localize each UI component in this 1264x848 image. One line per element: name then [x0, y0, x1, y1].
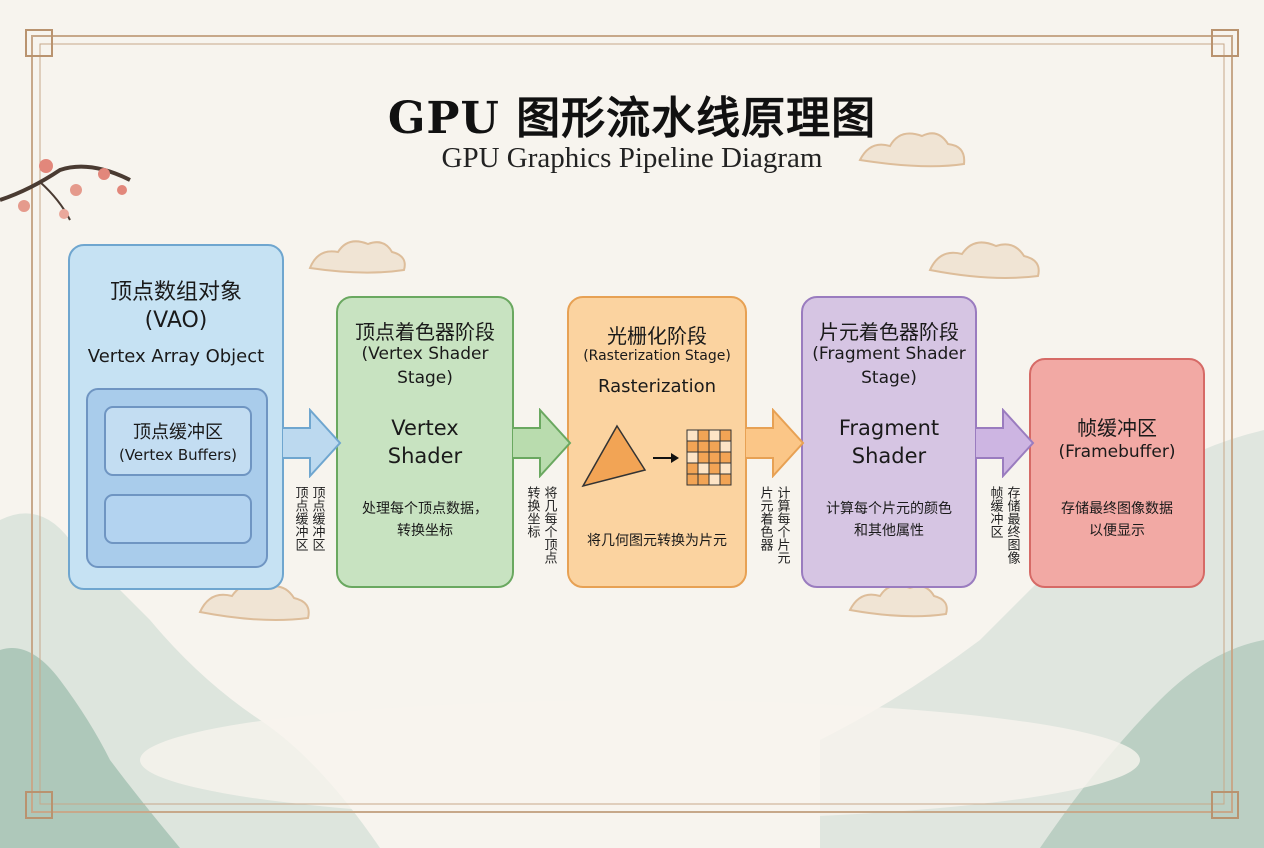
- fragment-shader-box: 片元着色器阶段 (Fragment Shader Stage) Fragment…: [801, 296, 977, 588]
- mist: [140, 700, 1140, 820]
- vertex-buffers-box: 顶点缓冲区 (Vertex Buffers): [104, 406, 252, 476]
- rs-title-en: (Rasterization Stage): [583, 348, 731, 364]
- vs-title-zh: 顶点着色器阶段: [355, 320, 495, 344]
- arrow-fs-to-fb: [975, 408, 1035, 478]
- vs-desc-1: 处理每个顶点数据，: [362, 501, 488, 517]
- arrow2-label-col1: 转换坐标: [524, 486, 540, 538]
- fs-desc-1: 计算每个片元的颜色: [826, 501, 952, 517]
- corner-br: [1211, 791, 1239, 819]
- arrow-rs-to-fs: [745, 408, 805, 478]
- rasterization-box: 光栅化阶段 (Rasterization Stage) Rasterizatio…: [567, 296, 747, 588]
- vao-title-abbr: (VAO): [144, 308, 208, 333]
- raster-arrow-head: [671, 453, 679, 463]
- fb-desc-2: 以便显示: [1089, 523, 1145, 539]
- arrow-vao-to-vs: [282, 408, 342, 478]
- fs-name-1: Fragment: [838, 416, 940, 440]
- vertex-buffers-en: (Vertex Buffers): [118, 446, 238, 464]
- vao-box: 顶点数组对象 (VAO) Vertex Array Object 顶点缓冲区 (…: [68, 244, 284, 590]
- fs-desc-2: 和其他属性: [854, 523, 924, 539]
- arrow1-label-col1: 顶点缓冲区: [292, 486, 308, 551]
- empty-buffer-box: [104, 494, 252, 544]
- mountain-left-front: [0, 648, 180, 848]
- corner-bl: [25, 791, 53, 819]
- arrow4-label-col2: 存储最终图像: [1004, 486, 1020, 564]
- vs-title-en-2: Stage): [397, 368, 453, 388]
- fs-title-en-1: (Fragment Shader: [812, 344, 966, 364]
- fs-name-2: Shader: [851, 444, 927, 468]
- vs-name-1: Vertex: [391, 416, 459, 440]
- fragment-grid: [686, 429, 732, 486]
- vs-desc-2: 转换坐标: [397, 523, 453, 539]
- rasterization-illustration: [581, 424, 732, 488]
- arrow4-label-col1: 帧缓冲区: [987, 486, 1003, 538]
- rs-name: Rasterization: [597, 376, 716, 397]
- cloud-4: [198, 583, 310, 621]
- framebuffer-box: 帧缓冲区 (Framebuffer) 存储最终图像数据 以便显示: [1029, 358, 1205, 588]
- triangle-primitive: [581, 424, 647, 488]
- fb-desc-1: 存储最终图像数据: [1061, 501, 1173, 517]
- fs-title-en-2: Stage): [861, 368, 917, 388]
- rs-desc: 将几何图元转换为片元: [587, 533, 727, 549]
- arrow3-label-col1: 片元着色器: [757, 486, 773, 551]
- vao-title-en: Vertex Array Object: [87, 346, 265, 367]
- arrow1-label-col2: 顶点缓冲区: [309, 486, 325, 551]
- arrow3-label-col2: 计算每个片元: [774, 486, 790, 564]
- vs-title-en-1: (Vertex Shader: [361, 344, 489, 364]
- frame-outer: [31, 35, 1233, 813]
- vao-inner-container: 顶点缓冲区 (Vertex Buffers): [86, 388, 268, 568]
- title-english: GPU Graphics Pipeline Diagram: [441, 142, 823, 174]
- vao-title-zh: 顶点数组对象: [109, 280, 242, 305]
- arrow-vs-to-rs: [512, 408, 572, 478]
- vs-name-2: Shader: [387, 444, 463, 468]
- vertex-buffers-zh: 顶点缓冲区: [133, 422, 223, 443]
- rs-title-zh: 光栅化阶段: [607, 324, 707, 348]
- title-chinese: GPU 图形流水线原理图: [387, 93, 877, 144]
- mountain-right-front: [1040, 640, 1264, 848]
- fb-title-en: (Framebuffer): [1058, 442, 1176, 462]
- corner-tl: [25, 29, 53, 57]
- vertex-shader-box: 顶点着色器阶段 (Vertex Shader Stage) Vertex Sha…: [336, 296, 514, 588]
- fs-title-zh: 片元着色器阶段: [819, 320, 959, 344]
- cloud-3: [928, 241, 1040, 279]
- cloud-2: [308, 240, 406, 274]
- plum-branch: [0, 159, 131, 221]
- cloud-5: [848, 584, 948, 618]
- arrow2-label-col2: 将几每个顶点: [541, 486, 557, 564]
- corner-tr: [1211, 29, 1239, 57]
- cloud-1: [858, 132, 966, 168]
- frame-inner: [39, 43, 1225, 805]
- fb-title-zh: 帧缓冲区: [1077, 416, 1157, 440]
